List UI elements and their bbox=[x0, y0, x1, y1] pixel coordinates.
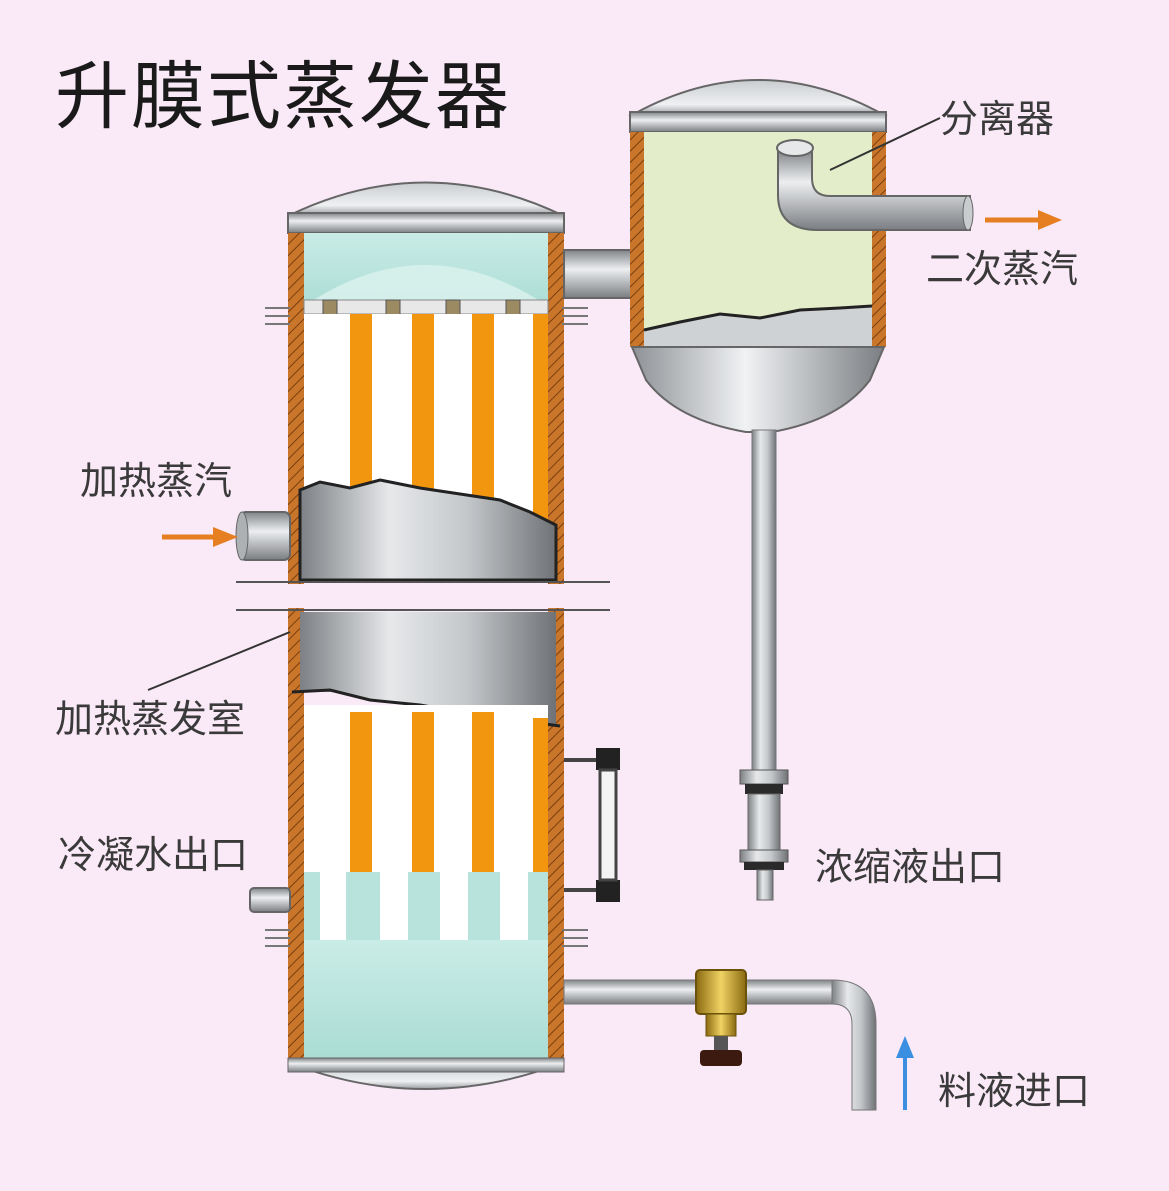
bottom-chamber bbox=[304, 940, 548, 1063]
condensate-outlet-label: 冷凝水出口 bbox=[58, 833, 249, 877]
concentrate-outlet-label: 浓缩液出口 bbox=[815, 845, 1006, 889]
feed-inlet-label: 料液进口 bbox=[938, 1069, 1091, 1113]
evaporator-column bbox=[235, 181, 620, 1090]
diagram-title: 升膜式蒸发器 bbox=[55, 54, 511, 140]
lower-jacket bbox=[300, 612, 556, 692]
flange-marks bbox=[265, 307, 588, 947]
secondary-steam-arrow bbox=[985, 210, 1062, 230]
heating-chamber-label: 加热蒸发室 bbox=[55, 697, 246, 741]
heating-steam-arrow bbox=[162, 527, 238, 547]
shell-wall-left bbox=[288, 233, 304, 1063]
upper-jacket-cutaway bbox=[298, 478, 558, 582]
feed-inlet-arrow bbox=[896, 1036, 914, 1110]
vapor-dome bbox=[306, 265, 546, 305]
separator-dome bbox=[628, 79, 888, 116]
separator-flange bbox=[629, 111, 887, 133]
separator-label: 分离器 bbox=[940, 97, 1055, 141]
concentrate-outlet-fitting bbox=[739, 769, 789, 901]
break-gap bbox=[236, 584, 610, 608]
separator-vessel bbox=[628, 79, 974, 901]
condensate-outlet-nozzle bbox=[249, 887, 291, 913]
top-flange bbox=[287, 212, 565, 234]
level-gauge bbox=[564, 748, 620, 902]
heating-steam-label: 加热蒸汽 bbox=[80, 459, 233, 503]
secondary-steam-label: 二次蒸汽 bbox=[926, 247, 1079, 291]
feed-valve bbox=[695, 969, 747, 1066]
chamber-leader-line bbox=[147, 631, 291, 691]
bottom-flange bbox=[287, 1057, 565, 1073]
top-dome bbox=[289, 181, 563, 216]
upper-tubes bbox=[350, 314, 548, 534]
lower-jacket-edge bbox=[300, 690, 556, 726]
lower-tubes bbox=[304, 712, 548, 940]
separator-cone bbox=[630, 346, 886, 433]
concentrate-downcomer bbox=[751, 429, 777, 771]
separator-leader-line bbox=[829, 117, 941, 171]
